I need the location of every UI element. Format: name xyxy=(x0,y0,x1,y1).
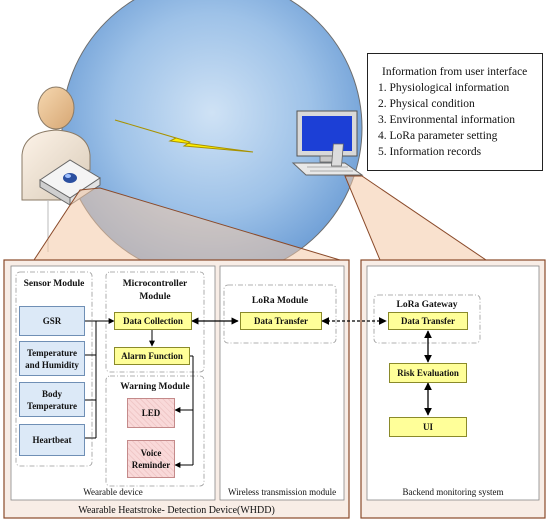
data-collection-box: Data Collection xyxy=(114,312,192,330)
gateway-data-transfer-box: Data Transfer xyxy=(388,312,468,330)
voice-reminder-box: Voice Reminder xyxy=(127,440,175,478)
led-box: LED xyxy=(127,398,175,428)
sensor-temperature-humidity-box: Temperature and Humidity xyxy=(19,341,85,376)
sensor-heartbeat-box: Heartbeat xyxy=(19,424,85,456)
lora-module-title: LoRa Module xyxy=(251,296,309,306)
sensor-connectors xyxy=(85,318,115,439)
backend-callout-wedge xyxy=(344,175,488,261)
info-item: 3. Environmental information xyxy=(378,114,516,126)
risk-evaluation-box: Risk Evaluation xyxy=(389,363,467,383)
user-icon xyxy=(21,86,91,252)
wireless-signal-icon xyxy=(114,119,254,153)
backend-caption: Backend monitoring system xyxy=(402,487,504,497)
wearable-device-caption: Wearable device xyxy=(83,487,143,497)
wireless-module-caption: Wireless transmission module xyxy=(227,487,337,497)
sensor-gsr-box: GSR xyxy=(19,306,85,336)
microcontroller-module-title: Microcontroller Module xyxy=(122,279,188,302)
whdd-caption: Wearable Heatstroke- Detection Device(WH… xyxy=(78,505,275,516)
info-panel-title: Information from user interface xyxy=(382,66,528,78)
info-item: 4. LoRa parameter setting xyxy=(378,130,498,142)
alarm-to-warning-connectors xyxy=(174,355,194,468)
info-item: 2. Physical condition xyxy=(378,98,475,110)
info-item: 1. Physiological information xyxy=(378,82,510,94)
computer-icon xyxy=(291,110,364,176)
sensor-module-title: Sensor Module xyxy=(23,279,85,289)
lora-gateway-title: LoRa Gateway xyxy=(396,300,458,310)
lora-data-transfer-box: Data Transfer xyxy=(240,312,322,330)
alarm-function-box: Alarm Function xyxy=(114,347,190,365)
ui-box: UI xyxy=(389,417,467,437)
warning-module-title: Warning Module xyxy=(120,382,190,392)
sensor-body-temperature-box: Body Temperature xyxy=(19,382,85,417)
user-interface-info-panel: Information from user interface 1. Physi… xyxy=(367,53,543,171)
info-item: 5. Information records xyxy=(378,146,482,158)
